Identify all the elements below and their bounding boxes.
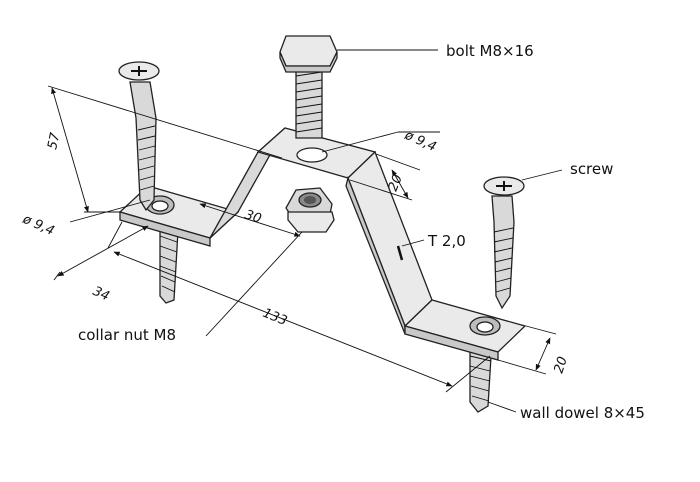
bolt	[279, 35, 338, 139]
wall-dowel-label: wall dowel 8×45	[520, 404, 645, 422]
dim-57: 57	[45, 131, 63, 151]
dim-20-right: 20	[552, 355, 571, 375]
dim-30: 30	[243, 208, 263, 227]
dim-133: 133	[261, 306, 290, 329]
left-screw	[118, 61, 160, 212]
label-leaders	[205, 49, 563, 413]
dim-34: 34	[90, 284, 111, 304]
left-wall-dowel	[159, 224, 179, 304]
collar-nut-label: collar nut M8	[78, 326, 176, 344]
bolt-label: bolt M8×16	[446, 42, 534, 60]
thickness-label: T 2,0	[427, 232, 466, 250]
screw-label: screw	[570, 160, 613, 178]
dim-hole-left: ø 9,4	[19, 212, 56, 239]
collar-nut	[285, 187, 335, 233]
dimension-lines	[47, 85, 557, 393]
right-screw	[483, 176, 525, 310]
dim-20-top: 20	[386, 173, 406, 194]
